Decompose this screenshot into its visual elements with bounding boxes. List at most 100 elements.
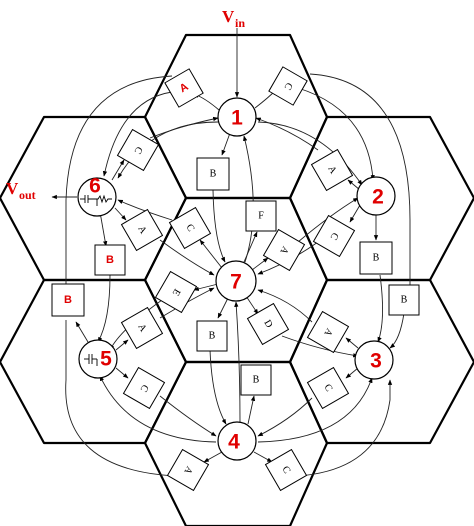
wire-1-b (221, 132, 231, 156)
block-center-b: B (196, 157, 230, 191)
wire-a-6 (102, 91, 173, 177)
svg-text:V: V (222, 7, 235, 26)
wire-a-7b (159, 287, 215, 319)
node-4: 4 (217, 421, 257, 461)
block-lr-b: B (240, 364, 272, 396)
node-1: 1 (217, 97, 257, 137)
svg-text:F: F (258, 211, 264, 222)
output-label: V out (6, 179, 36, 202)
wire-c-1 (149, 116, 219, 139)
svg-text:1: 1 (231, 107, 243, 130)
svg-text:B: B (401, 295, 408, 306)
svg-text:B: B (373, 253, 380, 264)
svg-text:3: 3 (370, 350, 382, 373)
wire-c-2 (297, 87, 375, 181)
svg-text:C: C (280, 464, 293, 476)
block-lr-c: C (306, 366, 350, 410)
block-ul-b: B (94, 244, 126, 276)
svg-text:V: V (6, 179, 19, 198)
wire-b2-4 (209, 349, 227, 425)
block-ur-b: B (359, 241, 393, 275)
wire-outer-5 (65, 320, 177, 477)
wire-c-4 (159, 395, 217, 437)
block-ll-c: C (122, 366, 166, 410)
svg-text:4: 4 (228, 431, 240, 454)
node-2: 2 (356, 176, 396, 216)
wire-a-1 (255, 117, 319, 151)
block-ur-a: A (310, 148, 354, 192)
svg-text:C: C (327, 230, 340, 242)
svg-text:C: C (322, 382, 335, 394)
svg-text:6: 6 (89, 175, 101, 198)
svg-text:C: C (131, 144, 144, 156)
svg-text:E: E (170, 287, 183, 298)
svg-text:out: out (19, 188, 36, 202)
block-ul-c: C (116, 128, 160, 172)
block-ll-b: B (51, 283, 85, 317)
svg-text:B: B (106, 254, 114, 266)
wire-b-5 (97, 274, 111, 343)
wire-outer-right (309, 73, 411, 296)
nodes: 1 2 3 4 5 (77, 97, 396, 461)
svg-text:B: B (64, 294, 72, 306)
wire-d-3 (281, 335, 359, 358)
svg-text:C: C (137, 382, 150, 394)
svg-text:7: 7 (230, 271, 242, 294)
block-center-f: F (245, 200, 277, 232)
wire-6-b (99, 211, 108, 247)
wire-6-a (114, 207, 127, 221)
svg-text:in: in (235, 16, 245, 30)
wire-5-a (115, 339, 129, 351)
svg-text:D: D (261, 318, 274, 330)
svg-text:B: B (209, 331, 216, 342)
wire-a-7 (159, 239, 215, 276)
wire-7-d (245, 295, 259, 315)
wire-outer-left (65, 75, 173, 300)
block-ll-a: A (120, 306, 164, 350)
wire-7-b2 (217, 297, 229, 319)
block-outer-b: B (388, 284, 420, 316)
svg-text:C: C (281, 80, 294, 92)
block-ur-c: C (312, 214, 356, 258)
wire-3-a (345, 337, 359, 349)
wire-4-c (253, 451, 273, 463)
wire-7-e (193, 283, 219, 291)
wire-b-3 (377, 274, 384, 343)
wire-b-7 (212, 189, 226, 263)
wires (51, 28, 411, 477)
block-top-c: C (268, 66, 308, 106)
block-center-a: A (262, 228, 306, 272)
wire-4-b (247, 395, 256, 425)
wire-4-7 (234, 301, 241, 423)
block-top-a: A (164, 68, 204, 108)
svg-text:B: B (210, 169, 217, 180)
blocks: A C C B A A C B (51, 66, 420, 492)
node-3: 3 (354, 340, 394, 380)
capacitor-ground-symbol-5 (84, 354, 98, 366)
block-center-e: E (154, 270, 198, 314)
wire-7-a (251, 257, 269, 271)
resistor-capacitor-symbol-6 (80, 194, 112, 206)
wire-4-3 (257, 377, 373, 443)
svg-text:5: 5 (100, 348, 112, 371)
wire-1-6 (117, 121, 219, 179)
wire-7-f (243, 231, 258, 263)
block-bot-a: A (166, 448, 210, 492)
wire-a-7c (257, 289, 313, 323)
wire-b-3b (389, 312, 405, 349)
block-center-d: D (246, 302, 290, 346)
wire-5-c (115, 367, 129, 379)
block-center-b2: B (196, 320, 228, 352)
wire-5-b (75, 321, 89, 343)
svg-text:2: 2 (372, 186, 384, 209)
block-lr-a: A (306, 310, 350, 354)
wire-c-6 (117, 199, 173, 221)
hexagon-grid (0, 33, 474, 526)
wire-1-2 (257, 121, 363, 186)
block-ul-a: A (120, 208, 164, 252)
node-6: 6 (77, 175, 117, 217)
wire-6-c (111, 159, 125, 181)
wire-outer-3 (297, 379, 393, 477)
wire-4-5 (99, 375, 217, 443)
